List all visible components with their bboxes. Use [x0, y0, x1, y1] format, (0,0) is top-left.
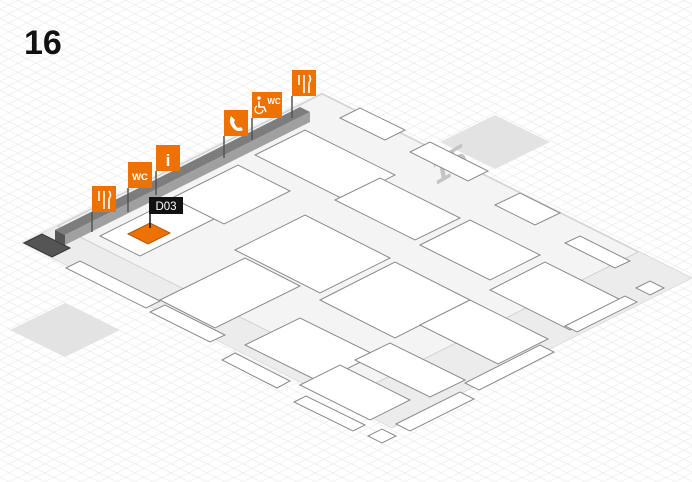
telephone-icon[interactable]	[223, 110, 248, 158]
booth-block	[298, 364, 412, 421]
restaurant-icon[interactable]	[91, 186, 116, 232]
booth-block	[394, 391, 476, 432]
booth-d03[interactable]	[126, 222, 172, 245]
booth-block	[233, 214, 392, 294]
hall-number: 16	[24, 24, 62, 62]
booth-block	[333, 177, 462, 241]
restaurant-icon[interactable]	[291, 70, 316, 118]
booth-block	[338, 107, 407, 141]
booth-block	[493, 192, 562, 226]
booth-block	[148, 304, 227, 343]
booth-block	[563, 235, 632, 269]
hall-17-marker: 17	[10, 303, 120, 357]
booth-block	[418, 219, 542, 281]
booth-d03-label-box	[149, 197, 183, 214]
svg-text:WC: WC	[132, 172, 148, 183]
booth-block	[253, 129, 397, 201]
svg-text:WC: WC	[267, 97, 281, 106]
booth-block	[220, 352, 292, 389]
booth-block	[170, 164, 292, 225]
booth-block	[634, 280, 666, 296]
booth-block	[353, 342, 467, 398]
booth-block	[563, 295, 639, 333]
booth-block	[408, 141, 490, 182]
booth-block	[158, 257, 302, 329]
booth-block	[292, 395, 367, 432]
booth-d03-label: D03	[155, 201, 176, 213]
svg-text:i: i	[166, 151, 171, 170]
booth-block	[418, 299, 550, 365]
booth-block	[463, 344, 556, 391]
information-icon[interactable]: i	[155, 145, 180, 195]
booth-block	[64, 260, 162, 309]
booth-block	[366, 428, 398, 444]
service-strip	[22, 107, 310, 258]
booth-blocks	[64, 107, 666, 444]
storage-room	[22, 233, 72, 258]
accessible-wc-icon[interactable]: WC	[251, 92, 282, 140]
wc-icon[interactable]: WC	[127, 162, 152, 212]
